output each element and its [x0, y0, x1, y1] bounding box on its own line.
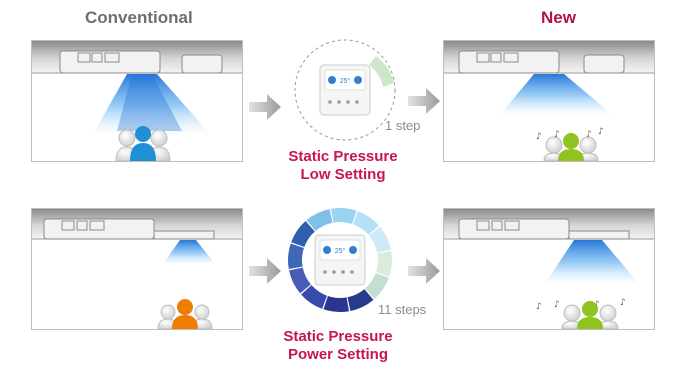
svg-text:25°: 25°: [340, 77, 351, 85]
svg-text:♪: ♪: [536, 132, 542, 142]
new-room-panel-power: ♪♪♪♪: [443, 208, 655, 330]
steps-label-power: 11 steps: [378, 302, 427, 317]
ring-segment: [365, 273, 389, 299]
remote-controller-icon: 25°: [314, 234, 366, 286]
ring-segment: [369, 226, 391, 253]
svg-text:♪: ♪: [620, 298, 626, 308]
svg-text:25°: 25°: [335, 247, 346, 255]
person-head: [582, 301, 598, 317]
indoor-unit-icon: [458, 50, 625, 74]
arrow-right-icon: [249, 94, 281, 120]
caption-line: Static Pressure: [288, 148, 398, 165]
remote-controller-icon: 25°: [319, 64, 371, 116]
caption-low-setting: Static Pressure Low Setting: [248, 148, 438, 184]
ring-segment: [330, 208, 357, 224]
people-group-icon: [561, 301, 619, 329]
arrow-right-icon: [408, 258, 440, 284]
steps-label-low: 1 step: [385, 118, 421, 133]
controller-power-setting: 25°: [288, 208, 392, 312]
indoor-unit-icon: [458, 218, 630, 240]
svg-text:♪: ♪: [554, 300, 560, 310]
ring-segment: [288, 243, 304, 270]
arrow-right-icon: [408, 88, 440, 114]
airflow-icon: [162, 240, 216, 265]
person-head: [135, 126, 151, 142]
new-room-panel-low: ♪ ♪ ♪ ♪: [443, 40, 655, 162]
conventional-heading: Conventional: [85, 8, 193, 27]
new-heading: New: [541, 8, 576, 27]
ring-segment: [376, 250, 392, 277]
ring-segment: [301, 285, 327, 309]
arrow-right-icon: [249, 258, 281, 284]
ring-segment: [291, 221, 315, 247]
people-group-icon: [543, 133, 599, 161]
controller-low-setting: 25°: [294, 39, 396, 141]
person-head: [563, 133, 579, 149]
caption-power-setting: Static Pressure Power Setting: [243, 328, 433, 364]
person-body: [577, 317, 603, 329]
pressure-steps-ring: [288, 208, 392, 312]
indoor-unit-icon: [43, 218, 215, 240]
people-group-icon: [115, 126, 171, 161]
low-setting-segment: [369, 56, 394, 87]
svg-text:♪: ♪: [554, 130, 560, 140]
ring-segment: [347, 289, 374, 311]
ring-segment: [353, 211, 379, 235]
caption-line: Static Pressure: [283, 328, 393, 345]
caption-line: Power Setting: [287, 346, 388, 363]
ring-segment: [323, 296, 350, 312]
ring-segment: [306, 209, 333, 231]
airflow-icon: [499, 74, 614, 116]
airflow-icon: [544, 240, 640, 285]
indoor-unit-icon: [59, 50, 223, 74]
svg-text:♪: ♪: [598, 127, 604, 137]
conventional-room-panel-low: [31, 40, 243, 162]
svg-text:♪: ♪: [586, 130, 592, 140]
ring-segment: [289, 267, 311, 294]
conventional-room-panel-power: [31, 208, 243, 330]
people-group-icon: [157, 299, 213, 329]
person-head: [177, 299, 193, 315]
caption-line: Low Setting: [300, 166, 386, 183]
svg-text:♪: ♪: [536, 302, 542, 312]
music-notes-icon: ♪ ♪ ♪ ♪: [536, 127, 604, 142]
airflow-icon: [92, 74, 212, 136]
person-body: [558, 149, 584, 161]
person-body: [172, 315, 198, 329]
person-body: [130, 143, 156, 161]
